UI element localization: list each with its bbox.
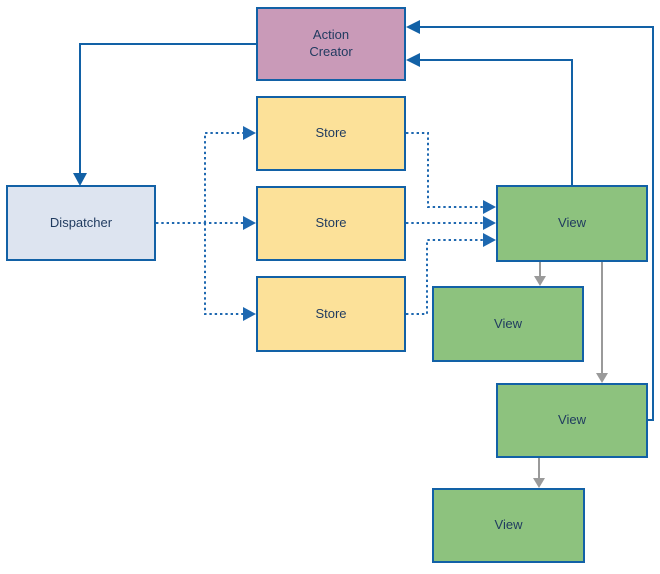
- view-1-label: View: [558, 215, 586, 231]
- view-4-label: View: [494, 517, 523, 533]
- arrowhead-right-icon: [483, 200, 496, 214]
- edge-view1-to-view3: [596, 262, 608, 383]
- edge-view1-to-action-creator: [406, 53, 573, 185]
- edge-dispatcher-to-store1: [204, 126, 256, 223]
- store-3-label: Store: [315, 305, 347, 321]
- store-3-node: Store: [256, 276, 406, 352]
- arrowhead-right-icon: [243, 126, 256, 140]
- store-1-node: Store: [256, 96, 406, 171]
- action-creator-label: Action Creator: [309, 27, 353, 59]
- arrowhead-left-icon: [406, 20, 420, 34]
- arrowhead-right-icon: [483, 216, 496, 230]
- arrowhead-down-icon: [596, 373, 608, 383]
- view-3-label: View: [558, 412, 586, 428]
- arrowhead-down-icon: [73, 173, 87, 186]
- edge-action-creator-to-dispatcher: [73, 43, 256, 186]
- dispatcher-node: Dispatcher: [6, 185, 156, 261]
- store-2-label: Store: [315, 215, 347, 231]
- dispatcher-label: Dispatcher: [49, 214, 113, 230]
- arrowhead-down-icon: [534, 276, 546, 286]
- edge-dispatcher-to-store2: [156, 216, 256, 230]
- edge-store3-to-view1: [406, 233, 496, 315]
- arrowhead-right-icon: [243, 216, 256, 230]
- edge-view3-to-view4: [533, 458, 545, 488]
- edge-view1-to-view2: [534, 262, 546, 286]
- arrowhead-right-icon: [243, 307, 256, 321]
- arrowhead-right-icon: [483, 233, 496, 247]
- arrowhead-down-icon: [533, 478, 545, 488]
- edge-dispatcher-to-store3: [204, 223, 256, 321]
- action-creator-node: Action Creator: [256, 7, 406, 81]
- arrowhead-left-icon: [406, 53, 420, 67]
- edge-store2-to-view1: [406, 216, 496, 230]
- edge-store1-to-view1: [406, 132, 496, 214]
- edge-view3-to-action-creator: [406, 20, 654, 421]
- store-2-node: Store: [256, 186, 406, 261]
- view-4-node: View: [432, 488, 585, 563]
- view-1-node: View: [496, 185, 648, 262]
- view-2-node: View: [432, 286, 584, 362]
- view-2-label: View: [494, 315, 522, 331]
- view-3-node: View: [496, 383, 648, 458]
- store-1-label: Store: [315, 125, 347, 141]
